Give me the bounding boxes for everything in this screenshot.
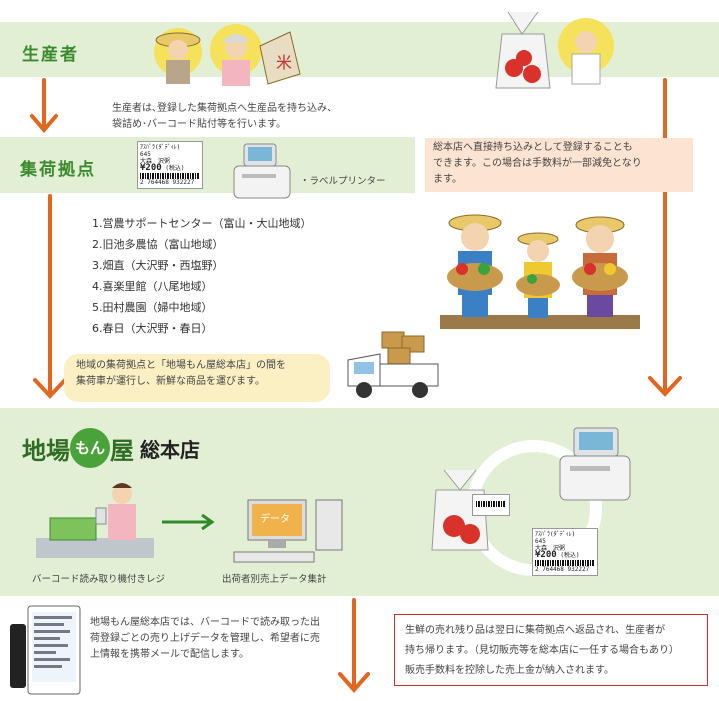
logo-mon: もん xyxy=(74,439,105,457)
mail-line3: 上情報を携帯メールで配信します。 xyxy=(90,649,249,660)
price-label: ｱｽﾊﾟﾗ(ﾀﾞﾃﾞｨﾚ) 645 大森 沢粥 ¥200 (税込) 2 7644… xyxy=(137,141,203,189)
settlement-line1: 生鮮の売れ残り品は翌日に集荷拠点へ返品され、生産者が xyxy=(405,625,666,636)
logo-chiba: 地場 xyxy=(22,436,70,465)
producer-description: 生産者は､登録した集荷拠点へ生産品を持ち込み、 袋詰め･バーコード貼付等を行いま… xyxy=(112,101,432,133)
label-store-price: ¥200 xyxy=(535,550,557,560)
truck-note-line1: 地域の集荷拠点と「地場もん屋総本店」の間を xyxy=(76,360,286,371)
price-label-store: ｱｽﾊﾟﾗ(ﾀﾞﾃﾞｨﾚ) 645 大森 沢粥 ¥200 (税込) 2 7644… xyxy=(532,528,598,576)
label-line3: 大森 沢粥 xyxy=(140,158,171,165)
register-caption: バーコード読み取り機付きレジ xyxy=(32,574,166,585)
collection-point-item: 2.旧池多農協（富山地域） xyxy=(92,238,224,251)
producer-desc-line2: 袋詰め･バーコード貼付等を行います。 xyxy=(112,119,286,130)
producer-title: 生産者 xyxy=(22,45,79,65)
label-line1: ｱｽﾊﾟﾗ(ﾀﾞﾃﾞｨﾚ) xyxy=(140,144,181,151)
settlement-line3: 販売手数料を控除した売上金が納入されます。 xyxy=(405,665,614,676)
settlement-line2: 持ち帰ります。（見切販売等を総本店に一任する場合もあり） xyxy=(405,645,679,656)
label-store-line2: 645 xyxy=(535,538,546,545)
collection-point-list: 1.営農サポートセンター（富山・大山地域） 2.旧池多農協（富山地域） 3.畑直… xyxy=(92,213,392,339)
printer-caption: ・ラベルプリンター xyxy=(300,176,386,187)
collection-point-item: 1.営農サポートセンター（富山・大山地域） xyxy=(92,217,312,230)
collection-point-item: 4.喜楽里館（八尾地域） xyxy=(92,280,213,293)
settlement-box: 生鮮の売れ残り品は翌日に集荷拠点へ返品され、生産者が 持ち帰ります。（見切販売等… xyxy=(394,614,708,686)
label-line2: 645 xyxy=(140,151,151,158)
bag-barcode-sticker xyxy=(472,494,510,516)
truck-note: 地域の集荷拠点と「地場もん屋総本店」の間を 集荷車が運行し、新鮮な商品を運びます… xyxy=(64,354,330,402)
arrow-head-1 xyxy=(30,114,58,134)
label-printer-illustration xyxy=(233,143,291,199)
mail-line2: 荷登録ごとの売り上げデータを管理し、希望者に売 xyxy=(90,633,320,644)
direct-note-line1: 総本店へ直接持ち込みとして登録することも xyxy=(433,142,633,153)
direct-note-line3: ます。 xyxy=(433,174,462,185)
mail-description: 地場もん屋総本店では、バーコードで読み取った出 荷登録ごとの売り上げデータを管理… xyxy=(90,615,390,663)
label-price: ¥200 xyxy=(140,163,162,173)
logo-mon-circle: もん xyxy=(70,428,110,468)
direct-delivery-note: 総本店へ直接持ち込みとして登録することも できます。この場合は手数料が一部減免と… xyxy=(425,138,693,192)
barcode xyxy=(140,173,200,179)
collection-band xyxy=(0,137,415,193)
label-store-tax: (税込) xyxy=(560,552,580,559)
pc-caption: 出荷者別売上データ集計 xyxy=(222,574,327,585)
bag-barcode xyxy=(476,501,506,507)
collection-point-item: 3.畑直（大沢野・西塩野） xyxy=(92,259,224,272)
barcode-store xyxy=(535,560,595,566)
pc-illustration xyxy=(233,499,343,563)
producer-bagging-illustration xyxy=(558,18,614,85)
checkout-cycle-illustration xyxy=(431,427,631,576)
collection-title: 集荷拠点 xyxy=(20,160,96,180)
pc-screen-text: データ xyxy=(260,514,290,525)
label-store-line3: 大森 沢粥 xyxy=(535,545,566,552)
svg-text:米: 米 xyxy=(276,53,292,72)
farmers-with-baskets-illustration xyxy=(440,214,640,329)
collection-point-item: 5.田村農園（婦中地域） xyxy=(92,301,213,314)
store-logo: 地場 もん 屋 総本店 xyxy=(22,428,200,468)
label-tax: (税込) xyxy=(165,165,185,172)
mobile-phone-illustration xyxy=(10,605,81,695)
collection-point-item: 6.春日（大沢野・春日） xyxy=(92,322,213,335)
logo-ya: 屋 xyxy=(110,436,134,465)
truck-note-line2: 集荷車が運行し、新鮮な商品を運びます。 xyxy=(76,376,265,387)
direct-note-line2: できます。この場合は手数料が一部減免となり xyxy=(433,158,642,169)
logo-honten: 総本店 xyxy=(140,437,200,462)
producer-desc-line1: 生産者は､登録した集荷拠点へ生産品を持ち込み、 xyxy=(112,103,337,114)
label-store-line1: ｱｽﾊﾟﾗ(ﾀﾞﾃﾞｨﾚ) xyxy=(535,531,576,538)
mail-line1: 地場もん屋総本店では、バーコードで読み取った出 xyxy=(90,617,320,628)
label-store-barcode-number: 2 764468 932227 xyxy=(535,566,590,573)
label-barcode-number: 2 764468 932227 xyxy=(140,179,195,186)
vegetables-bag-illustration xyxy=(495,11,551,89)
delivery-truck-illustration xyxy=(347,331,439,398)
register-illustration xyxy=(36,483,154,558)
farmers-illustration: 米 xyxy=(154,24,301,86)
arrow-head-4 xyxy=(338,672,370,694)
arrow-head-2 xyxy=(33,378,67,399)
arrow-head-3 xyxy=(648,376,682,397)
register-to-pc-arrow xyxy=(162,513,215,531)
